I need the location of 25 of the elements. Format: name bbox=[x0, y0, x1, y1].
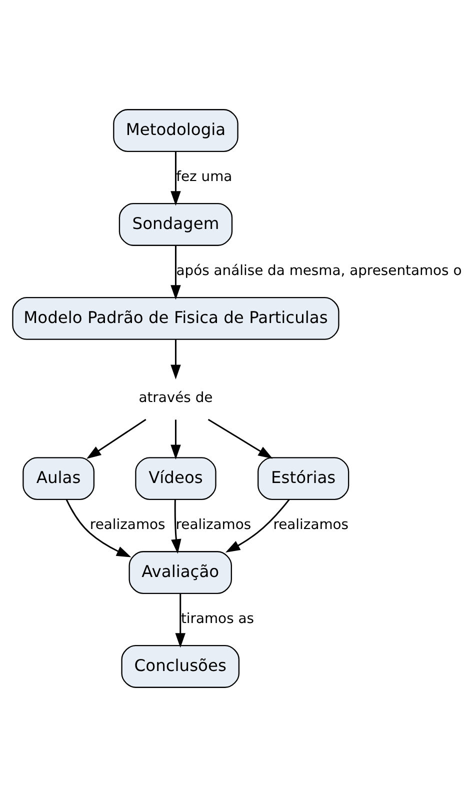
edge-label: realizamos bbox=[90, 516, 166, 533]
edge-label: tiramos as bbox=[180, 610, 254, 627]
node-box: Vídeos bbox=[135, 456, 216, 500]
node-box: Metodologia bbox=[113, 108, 238, 152]
node-box: Sondagem bbox=[118, 202, 233, 246]
node-box: Estórias bbox=[258, 456, 350, 500]
node-box: Avaliação bbox=[128, 550, 232, 594]
arrow bbox=[86, 418, 146, 458]
edge-label: após análise da mesma, apresentamos o bbox=[176, 262, 462, 279]
node-box: Modelo Padrão de Fisica de Particulas bbox=[12, 296, 340, 340]
node-box: Conclusões bbox=[121, 644, 240, 688]
arrow bbox=[171, 498, 182, 554]
edge-label: realizamos bbox=[176, 516, 252, 533]
arrow bbox=[170, 151, 181, 206]
arrow bbox=[175, 593, 186, 648]
arrow bbox=[225, 498, 290, 552]
arrow bbox=[170, 245, 181, 300]
node-text: através de bbox=[138, 390, 213, 406]
arrow bbox=[170, 419, 181, 459]
edge-label: fez uma bbox=[176, 168, 232, 185]
node-box: Aulas bbox=[22, 456, 95, 500]
arrow bbox=[170, 339, 181, 379]
arrow bbox=[208, 418, 273, 458]
edge-label: realizamos bbox=[273, 516, 349, 533]
arrow bbox=[66, 498, 132, 557]
